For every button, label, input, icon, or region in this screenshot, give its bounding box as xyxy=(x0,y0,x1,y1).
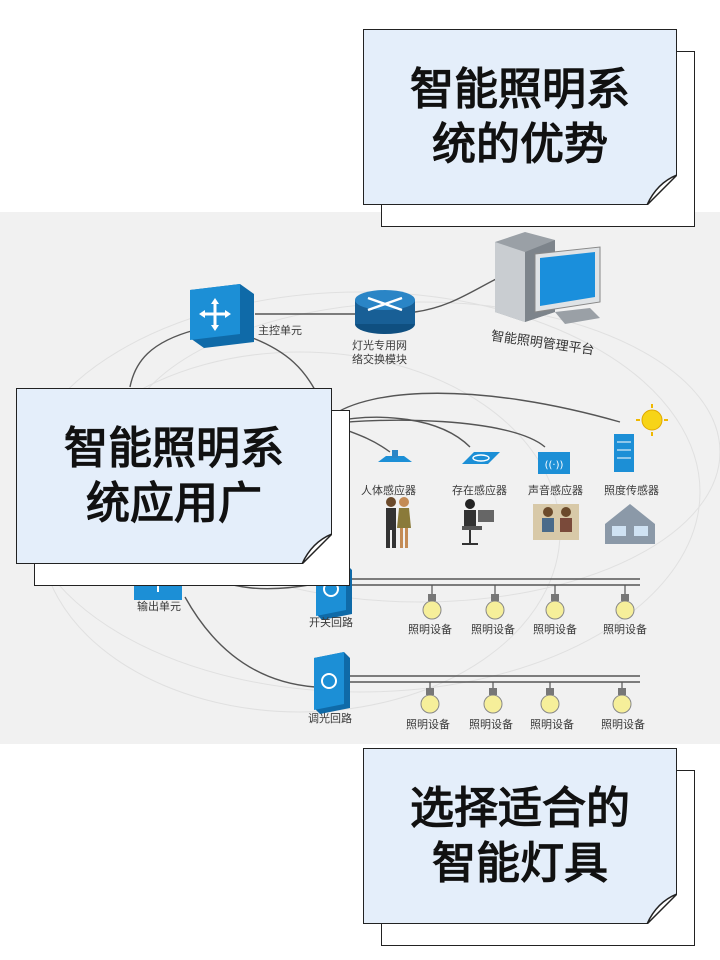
network-module-label-2: 络交换模块 xyxy=(352,353,407,366)
note-line: 统应用广 xyxy=(86,478,262,529)
page-curl-icon xyxy=(301,533,332,564)
seated-person-icon xyxy=(462,499,494,545)
note-advantages: 智能照明系 统的优势 xyxy=(363,29,695,227)
sun-icon xyxy=(636,404,668,436)
note-face xyxy=(363,748,677,924)
presence-sensor-label: 存在感应器 xyxy=(452,484,507,497)
sound-sensor-label: 声音感应器 xyxy=(528,484,583,497)
lighting-device-label: 照明设备 xyxy=(406,718,450,731)
lighting-device-label: 照明设备 xyxy=(603,623,647,636)
sound-sensor-icon: ((·)) xyxy=(538,452,570,474)
note-line: 智能照明系 xyxy=(64,423,284,474)
presence-sensor-icon xyxy=(462,452,500,464)
note-line: 智能灯具 xyxy=(432,838,608,889)
lighting-device-label: 照明设备 xyxy=(601,718,645,731)
note-applications-text: 智能照明系 统应用广 xyxy=(16,421,332,531)
lighting-device-label: 照明设备 xyxy=(533,623,577,636)
human-sensor-label: 人体感应器 xyxy=(361,484,416,497)
note-applications: 智能照明系 统应用广 xyxy=(16,388,350,586)
people-figure-icon xyxy=(386,497,411,548)
meeting-people-icon xyxy=(533,504,579,540)
note-face xyxy=(363,29,677,205)
svg-text:((·)): ((·)) xyxy=(545,460,564,471)
main-control-label: 主控单元 xyxy=(258,324,302,337)
dimming-circuit-label: 调光回路 xyxy=(308,712,352,725)
computer-icon xyxy=(495,232,601,324)
page-curl-icon xyxy=(646,893,677,924)
note-advantages-text: 智能照明系 统的优势 xyxy=(363,62,677,172)
bulb-row-2 xyxy=(420,688,632,714)
note-choose-lamps: 选择适合的 智能灯具 xyxy=(363,748,695,946)
note-choose-lamps-text: 选择适合的 智能灯具 xyxy=(363,781,677,891)
bulb-row-1 xyxy=(422,594,635,620)
illuminance-sensor-label: 照度传感器 xyxy=(604,484,659,497)
switch-circuit-label: 开关回路 xyxy=(309,616,353,629)
network-module-icon xyxy=(355,290,415,334)
lamp-wires xyxy=(429,585,626,694)
illuminance-sensor-icon xyxy=(614,434,634,472)
lighting-device-label: 照明设备 xyxy=(471,623,515,636)
note-face xyxy=(16,388,332,564)
main-control-icon xyxy=(190,284,254,348)
network-module-label-1: 灯光专用网 xyxy=(352,339,407,352)
note-line: 统的优势 xyxy=(432,119,608,170)
human-sensor-icon xyxy=(378,450,412,462)
note-line: 智能照明系 xyxy=(410,64,630,115)
diagram-canvas: ((·)) xyxy=(19,232,720,714)
house-icon xyxy=(605,504,655,544)
output-unit-label: 输出单元 xyxy=(137,600,181,613)
lighting-device-label: 照明设备 xyxy=(530,718,574,731)
dimming-circuit-icon xyxy=(314,652,350,714)
lighting-device-label: 照明设备 xyxy=(469,718,513,731)
note-line: 选择适合的 xyxy=(410,783,630,834)
lighting-device-label: 照明设备 xyxy=(408,623,452,636)
page-curl-icon xyxy=(646,174,677,205)
